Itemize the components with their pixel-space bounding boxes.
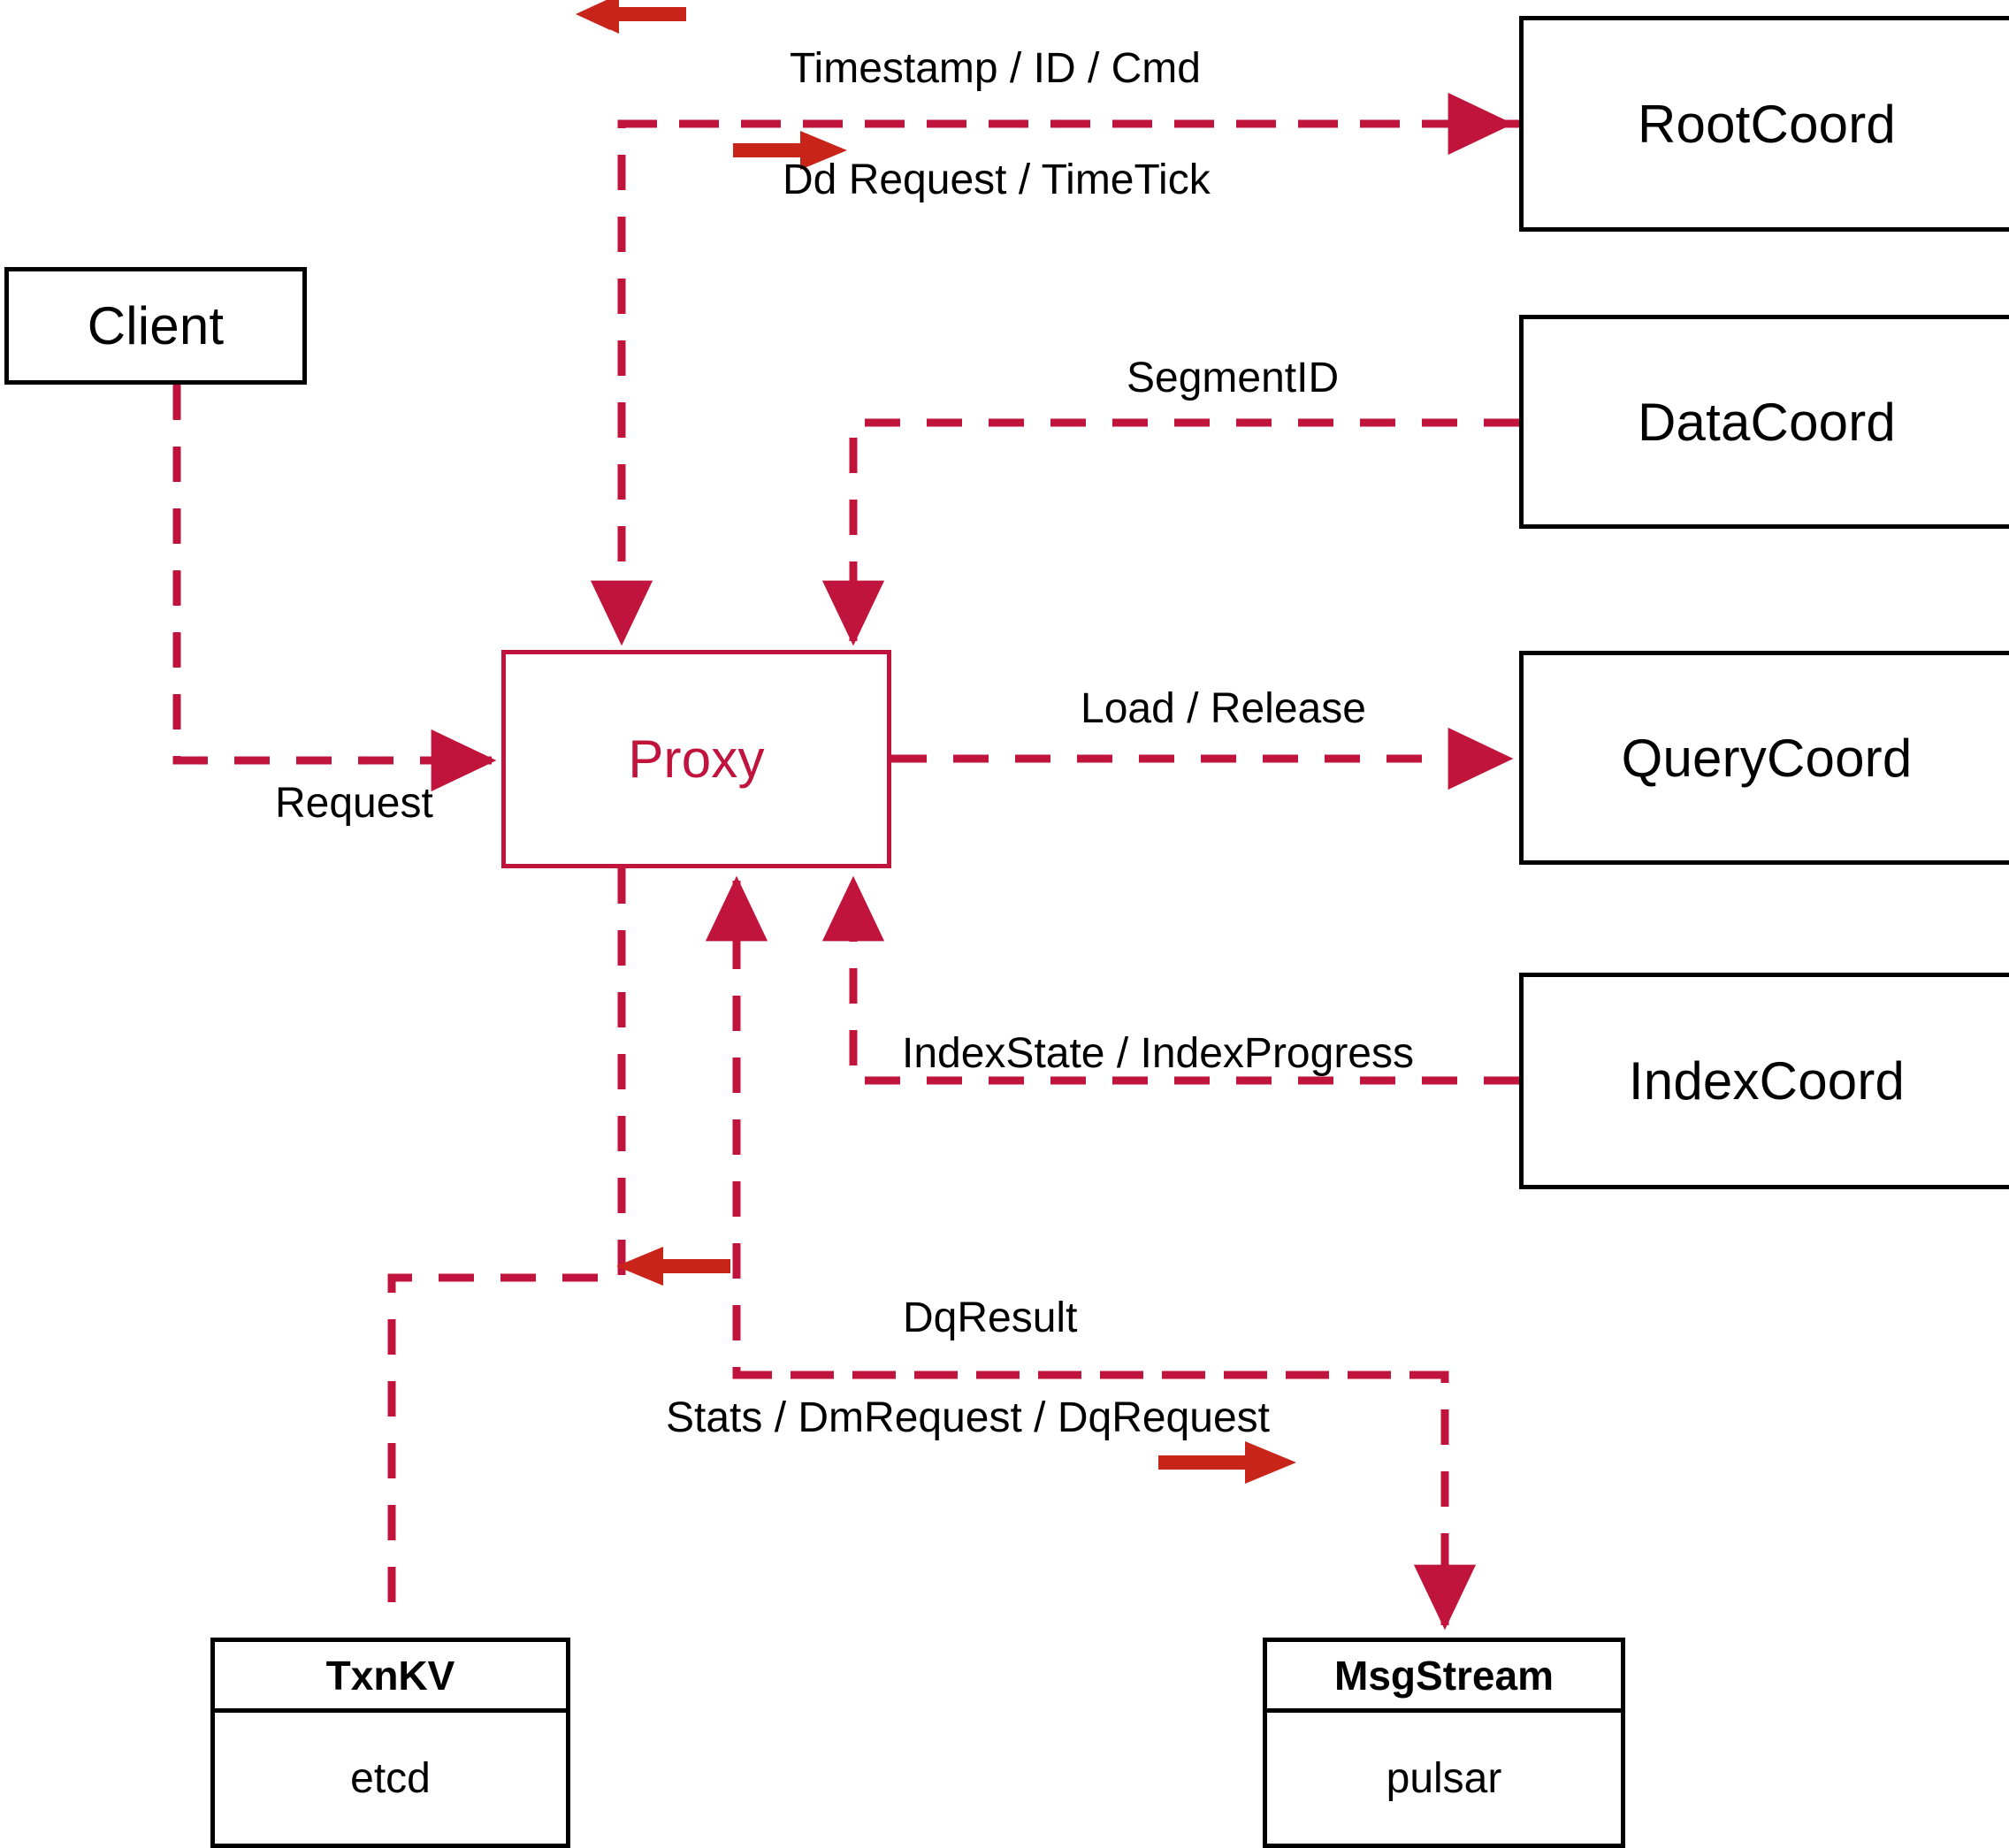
node-indexcoord-label: IndexCoord	[1628, 1051, 1906, 1111]
connector-request	[172, 385, 497, 792]
node-indexcoord[interactable]: IndexCoord	[1519, 973, 2009, 1189]
edge-label-timestamp-id-cmd: Timestamp / ID / Cmd	[790, 45, 1201, 92]
node-client[interactable]: Client	[4, 267, 307, 385]
store-txnkv-title: TxnKV	[325, 1652, 455, 1699]
direction-arrow-dqresult-left	[616, 1247, 730, 1286]
store-msgstream-header: MsgStream	[1267, 1642, 1621, 1713]
node-proxy-label: Proxy	[628, 729, 765, 789]
connector-stats-dmrequest-dqrequest	[387, 868, 1477, 1630]
edge-label-stats-dmrequest-dqrequest: Stats / DmRequest / DqRequest	[666, 1394, 1270, 1441]
connector-segmentid	[821, 418, 1519, 646]
store-msgstream-body: pulsar	[1267, 1713, 1621, 1844]
store-txnkv-body: etcd	[215, 1713, 566, 1844]
store-msgstream-impl: pulsar	[1386, 1754, 1502, 1802]
edge-label-dd-request-timetick: Dd Request / TimeTick	[783, 157, 1211, 203]
store-txnkv-header: TxnKV	[215, 1642, 566, 1713]
edge-label-indexstate-indexprogress: IndexState / IndexProgress	[902, 1030, 1414, 1077]
node-rootcoord-label: RootCoord	[1638, 94, 1896, 154]
store-msgstream-title: MsgStream	[1334, 1652, 1554, 1699]
node-proxy[interactable]: Proxy	[501, 650, 891, 868]
edge-label-dqresult: DqResult	[903, 1294, 1078, 1341]
store-msgstream[interactable]: MsgStream pulsar	[1263, 1638, 1625, 1848]
node-client-label: Client	[87, 296, 225, 355]
node-querycoord[interactable]: QueryCoord	[1519, 651, 2009, 865]
edge-label-segmentid: SegmentID	[1127, 355, 1340, 401]
store-txnkv[interactable]: TxnKV etcd	[210, 1638, 570, 1848]
edge-label-request: Request	[275, 780, 433, 827]
edge-label-load-release: Load / Release	[1081, 685, 1366, 732]
node-datacoord[interactable]: DataCoord	[1519, 315, 2009, 529]
direction-arrow-ddrequest-right	[733, 131, 847, 170]
store-txnkv-impl: etcd	[350, 1754, 431, 1802]
direction-arrow-dqrequest-right	[1158, 1441, 1296, 1484]
node-querycoord-label: QueryCoord	[1621, 728, 1913, 788]
node-datacoord-label: DataCoord	[1638, 392, 1896, 452]
connector-dqresult	[705, 875, 1445, 1379]
node-rootcoord[interactable]: RootCoord	[1519, 16, 2009, 232]
direction-arrow-timestamp-left	[576, 0, 686, 34]
